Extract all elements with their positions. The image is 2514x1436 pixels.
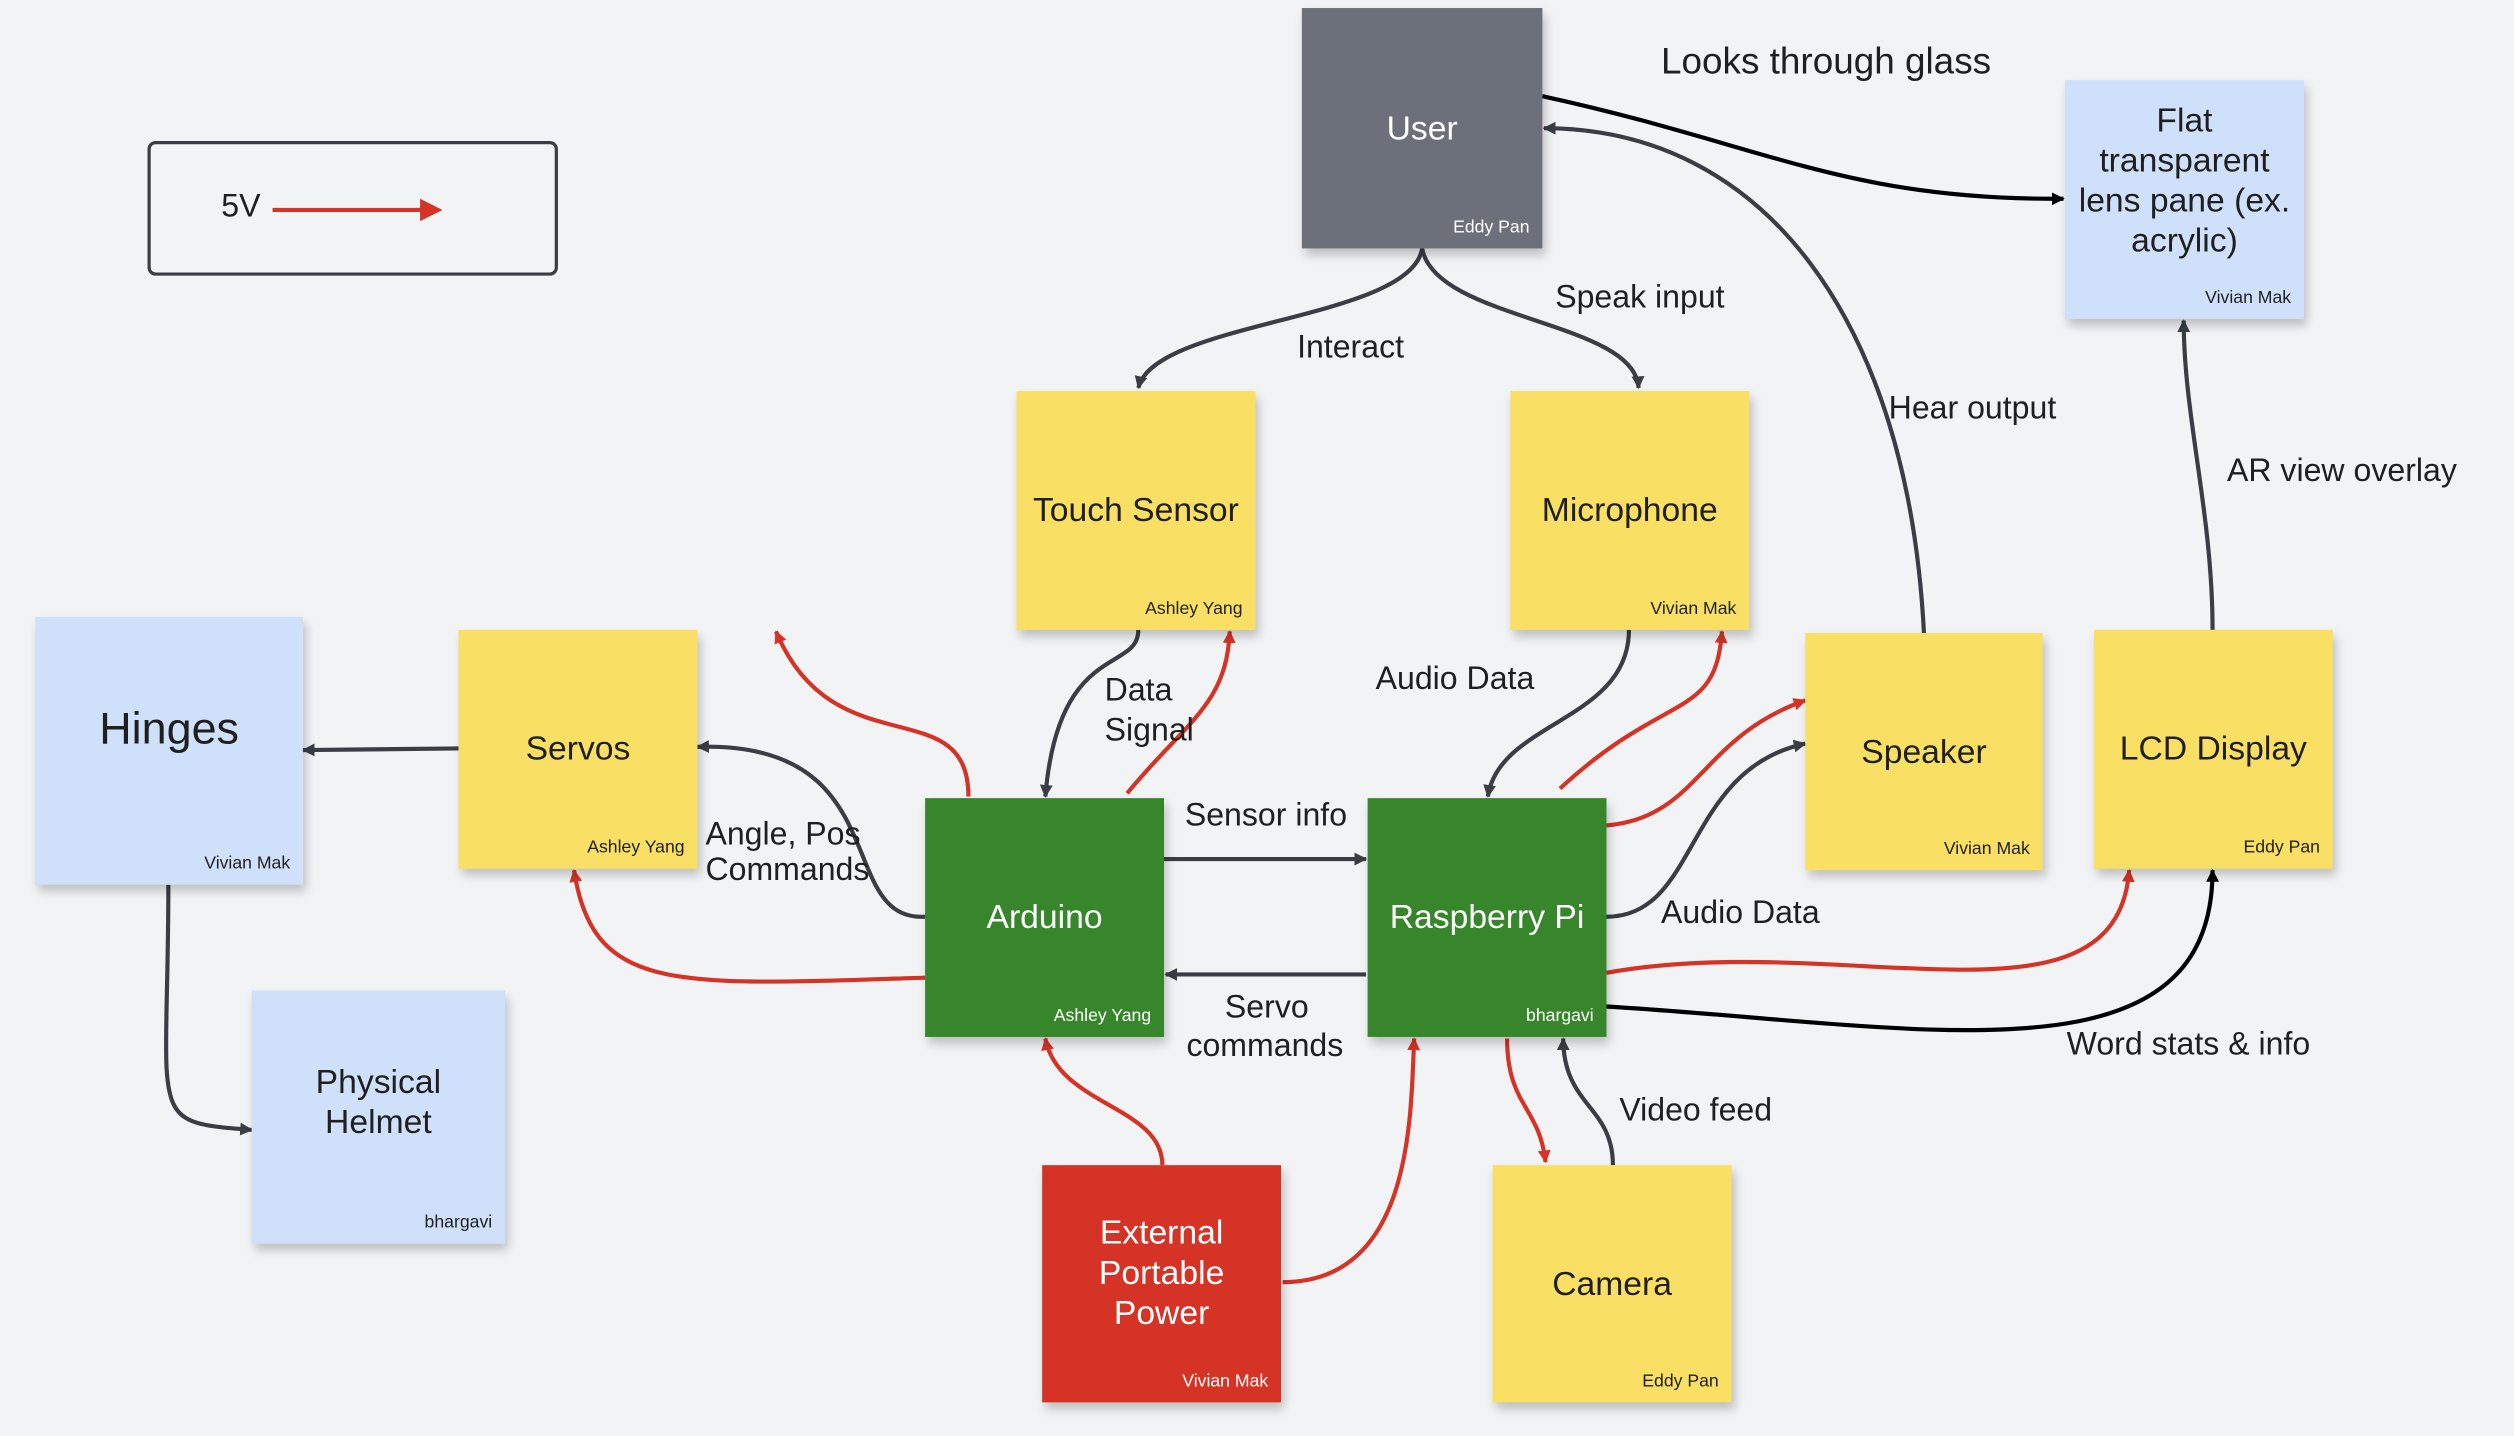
note-author: Vivian Mak <box>204 854 291 874</box>
note-author: Ashley Yang <box>587 838 685 858</box>
power-edge-power-rpi <box>1282 1037 1421 1285</box>
note-servos[interactable]: Servos Ashley Yang <box>458 629 698 869</box>
edge-label-speak-input: Speak input <box>1555 280 1725 316</box>
legend-label: 5V <box>221 189 261 225</box>
note-microphone[interactable]: Microphone Vivian Mak <box>1510 391 1750 630</box>
note-author: bhargavi <box>424 1213 493 1233</box>
power-edge-rpi-mic <box>1558 630 1728 791</box>
note-author: Eddy Pan <box>2243 838 2320 858</box>
note-title: Arduino <box>986 899 1103 936</box>
power-edge-arduino-touch <box>1125 630 1236 795</box>
note-title: Speaker <box>1861 733 1987 771</box>
note-author: Vivian Mak <box>1182 1371 1269 1392</box>
note-author: Ashley Yang <box>1145 599 1243 619</box>
note-author: bhargavi <box>1526 1006 1594 1026</box>
edge-label-word-stats: Word stats & info <box>2066 1027 2311 1063</box>
legend-red-arrow-icon <box>272 198 443 222</box>
note-title: Flat transparent lens pane (ex. acrylic) <box>2078 101 2291 259</box>
edge-user-touch <box>1134 247 1425 390</box>
edge-touch-arduino <box>1039 629 1141 798</box>
note-raspberry-pi[interactable]: Raspberry Pi bhargavi <box>1367 798 1607 1037</box>
note-title: User <box>1386 109 1458 147</box>
edge-label-data: Data <box>1104 673 1173 709</box>
edge-label-servo-commands: commands <box>1186 1028 1344 1065</box>
note-arduino[interactable]: Arduino Ashley Yang <box>925 798 1164 1037</box>
edge-label-sensor-info: Sensor info <box>1184 798 1348 834</box>
note-physical-helmet[interactable]: Physical Helmet bhargavi <box>251 990 506 1244</box>
note-camera[interactable]: Camera Eddy Pan <box>1492 1165 1732 1403</box>
note-title: Touch Sensor <box>1032 492 1239 529</box>
edge-label-commands: Commands <box>705 852 870 888</box>
note-lens[interactable]: Flat transparent lens pane (ex. acrylic)… <box>2065 80 2304 319</box>
power-edge-arduino-up <box>774 630 971 797</box>
edge-arduino-servos <box>696 740 926 919</box>
note-title: Camera <box>1552 1265 1672 1303</box>
note-external-power[interactable]: External Portable Power Vivian Mak <box>1042 1165 1282 1403</box>
power-edge-rpi-camera <box>1505 1038 1551 1164</box>
edge-label-angle-pos: Angle, Pos <box>705 817 861 853</box>
edge-label-hear-output: Hear output <box>1888 391 2057 427</box>
note-author: Vivian Mak <box>1943 839 2030 860</box>
edge-label-interact: Interact <box>1297 330 1405 366</box>
edge-servos-hinges <box>301 743 459 757</box>
note-lcd-display[interactable]: LCD Display Eddy Pan <box>2093 629 2333 869</box>
note-author: Ashley Yang <box>1053 1006 1152 1026</box>
note-title: Raspberry Pi <box>1389 899 1585 936</box>
edge-label-servo: Servo <box>1224 990 1309 1026</box>
note-touch-sensor[interactable]: Touch Sensor Ashley Yang <box>1016 391 1256 630</box>
note-title: Hinges <box>99 702 240 753</box>
edge-hinges-helmet <box>163 884 253 1136</box>
edge-label-ar-view-overlay: AR view overlay <box>2226 453 2457 489</box>
edge-label-video-feed: Video feed <box>1619 1093 1773 1129</box>
edge-user-lens <box>1541 94 2065 206</box>
note-hinges[interactable]: Hinges Vivian Mak <box>35 617 304 885</box>
power-edge-power-arduino <box>1041 1037 1165 1166</box>
note-title: Microphone <box>1541 492 1718 529</box>
note-title: Physical Helmet <box>315 1064 442 1142</box>
note-author: Eddy Pan <box>1453 217 1530 238</box>
note-author: Eddy Pan <box>1642 1371 1719 1392</box>
power-edge-rpi-speaker <box>1606 698 1807 828</box>
note-author: Vivian Mak <box>2205 288 2292 308</box>
power-edge-arduino-servos <box>569 868 926 984</box>
edge-rpi-speaker <box>1606 739 1807 919</box>
edge-rpi-lcd <box>1606 868 2219 1033</box>
edge-mic-rpi <box>1483 629 1632 798</box>
edge-camera-rpi <box>1556 1037 1616 1166</box>
edge-label-looks-through-glass: Looks through glass <box>1661 40 1992 82</box>
note-title: Servos <box>525 730 631 768</box>
edge-user-mic <box>1420 247 1645 390</box>
note-speaker[interactable]: Speaker Vivian Mak <box>1805 633 2043 871</box>
note-author: Vivian Mak <box>1650 599 1737 619</box>
edge-label-audio-data-speaker: Audio Data <box>1661 895 1820 932</box>
note-user[interactable]: User Eddy Pan <box>1301 8 1543 249</box>
power-edge-rpi-lcd <box>1606 868 2135 975</box>
legend: 5V <box>147 141 558 276</box>
edge-speaker-user <box>1542 121 1927 634</box>
note-title: LCD Display <box>2119 730 2307 768</box>
note-title: External Portable Power <box>1098 1214 1225 1332</box>
edge-label-signal: Signal <box>1104 713 1194 749</box>
edge-lcd-lens <box>2177 319 2215 630</box>
edge-label-audio-data-mic: Audio Data <box>1375 661 1535 698</box>
